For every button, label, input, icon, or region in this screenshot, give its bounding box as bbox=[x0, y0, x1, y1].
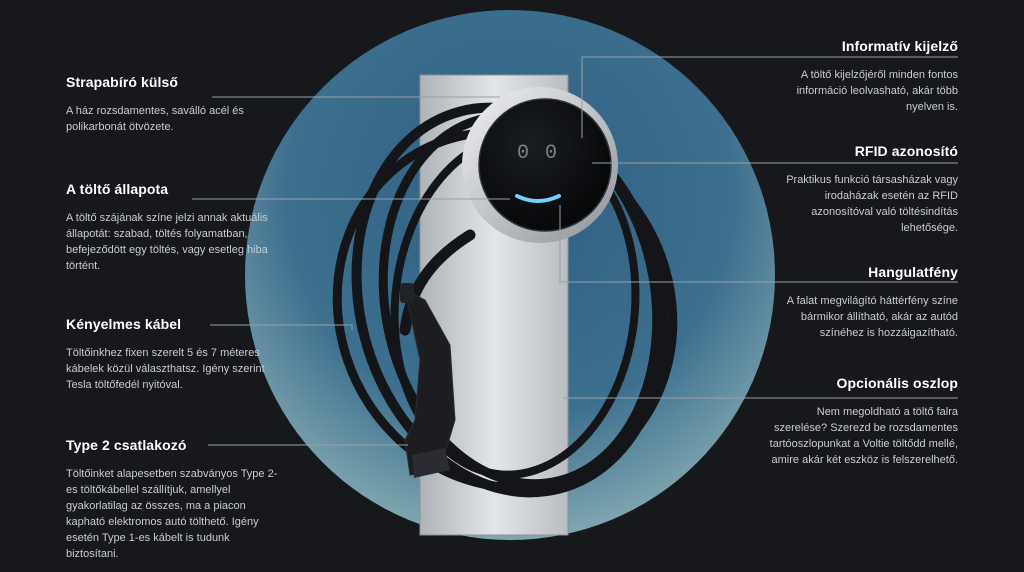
feature-display: Informatív kijelző A töltő kijelzőjéről … bbox=[718, 38, 958, 115]
feature-title: Opcionális oszlop bbox=[836, 375, 958, 391]
feature-status: A töltő állapota A töltő szájának színe … bbox=[66, 181, 296, 274]
callout-lines bbox=[192, 56, 958, 446]
feature-title: A töltő állapota bbox=[66, 181, 169, 197]
feature-description: Töltőinket alapesetben szabványos Type 2… bbox=[66, 468, 278, 560]
feature-title: Hangulatfény bbox=[868, 264, 958, 280]
feature-description: Nem megoldható a töltő falra szerelése? … bbox=[769, 406, 958, 466]
status-led-arc bbox=[515, 194, 561, 203]
feature-description: A falat megvilágító háttérfény színe bár… bbox=[786, 295, 958, 339]
feature-exterior: Strapabíró külső A ház rozsdamentes, sav… bbox=[66, 74, 296, 135]
charger-head bbox=[462, 87, 618, 243]
feature-description: A töltő szájának színe jelzi annak aktuá… bbox=[66, 212, 268, 272]
feature-cable: Kényelmes kábel Töltőinkhez fixen szerel… bbox=[66, 316, 296, 393]
feature-title: RFID azonosító bbox=[854, 143, 958, 159]
display-readout: 0 0 bbox=[517, 142, 559, 165]
feature-title: Informatív kijelző bbox=[841, 38, 958, 54]
feature-title: Type 2 csatlakozó bbox=[66, 437, 187, 453]
feature-description: A töltő kijelzőjéről minden fontos infor… bbox=[796, 69, 958, 113]
feature-optional-post: Opcionális oszlop Nem megoldható a töltő… bbox=[718, 375, 958, 468]
feature-description: A ház rozsdamentes, saválló acél és poli… bbox=[66, 105, 244, 133]
charging-cable bbox=[332, 102, 678, 498]
feature-description: Praktikus funkció társasházak vagy iroda… bbox=[786, 174, 958, 234]
feature-rfid: RFID azonosító Praktikus funkció társash… bbox=[718, 143, 958, 236]
feature-title: Strapabíró külső bbox=[66, 74, 179, 90]
feature-title: Kényelmes kábel bbox=[66, 316, 182, 332]
feature-ambient-light: Hangulatfény A falat megvilágító háttérf… bbox=[718, 264, 958, 341]
feature-description: Töltőinkhez fixen szerelt 5 és 7 méteres… bbox=[66, 347, 265, 391]
type2-connector bbox=[400, 283, 456, 478]
feature-connector: Type 2 csatlakozó Töltőinket alapesetben… bbox=[66, 437, 296, 562]
